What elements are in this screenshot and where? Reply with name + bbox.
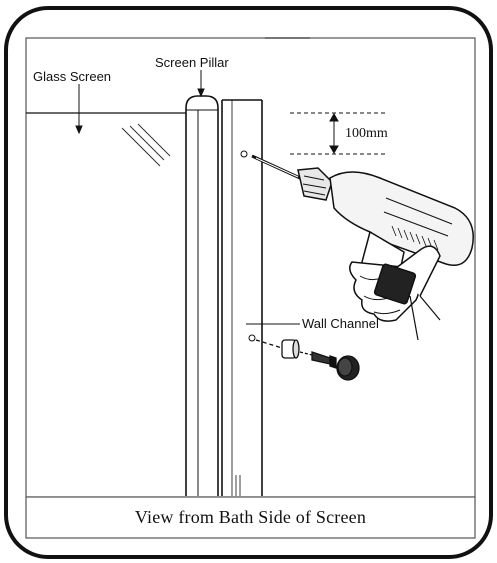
wall-plug-icon xyxy=(255,339,300,359)
dimension-marker xyxy=(290,112,385,155)
caption-box xyxy=(25,496,476,539)
screen-pillar-leader xyxy=(197,70,205,98)
outer-frame xyxy=(4,6,493,559)
screen-pillar-label: Screen Pillar xyxy=(155,55,229,70)
glass-reflection xyxy=(121,123,171,167)
glass-screen-label: Glass Screen xyxy=(33,69,112,84)
wall-channel-label: Wall Channel xyxy=(302,316,379,331)
dimension-label: 100mm xyxy=(345,126,388,141)
screw-icon xyxy=(299,351,337,369)
diagram-caption: View from Bath Side of Screen xyxy=(134,507,367,527)
hand-icon xyxy=(349,245,441,341)
wall-channel xyxy=(221,99,263,496)
cover-cap-icon xyxy=(336,355,360,381)
drill-hole-upper xyxy=(240,150,248,158)
drill-hole-lower xyxy=(248,334,256,342)
glass-screen-leader xyxy=(75,84,83,135)
screen-pillar xyxy=(185,95,219,496)
